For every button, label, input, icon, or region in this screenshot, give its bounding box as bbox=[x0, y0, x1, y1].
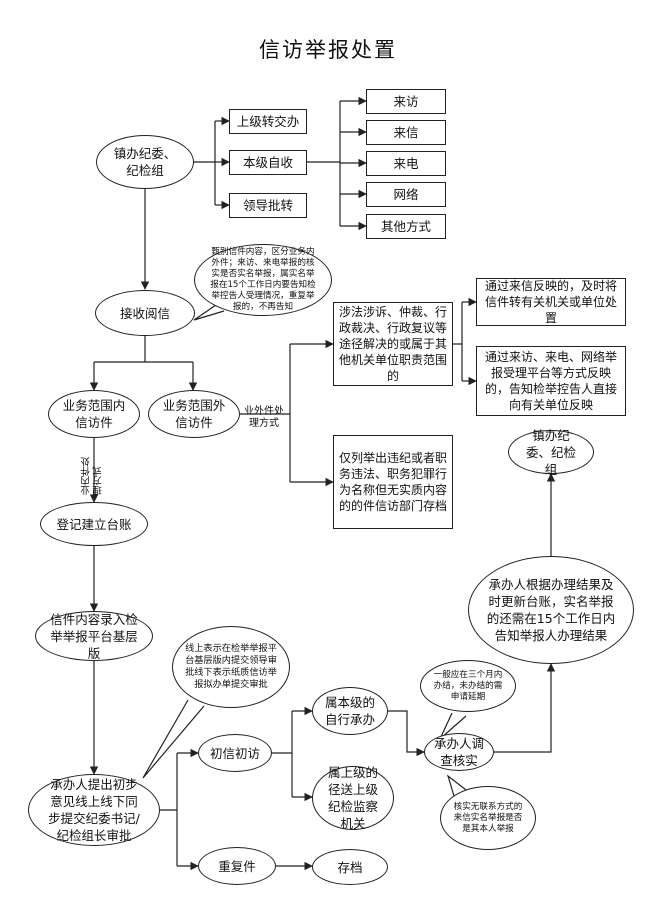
node-repeat: 重复件 bbox=[198, 847, 276, 885]
node-town2: 镇办纪委、纪检组 bbox=[508, 428, 594, 477]
bubble-online: 线上表示在检举举报平台基层版内提交领导审批线下表示纸质信访举报拟办单提交审批 bbox=[172, 626, 290, 708]
node-net: 网络 bbox=[366, 182, 446, 207]
node-upper: 上级转交办 bbox=[229, 109, 307, 134]
label-out-method-text: 业外件处理方式 bbox=[244, 406, 284, 429]
node-in-scope: 业务范围内信访件 bbox=[48, 390, 140, 438]
node-verify: 承办人调查核实 bbox=[424, 733, 494, 771]
page-title: 信访举报处置 bbox=[259, 38, 397, 62]
node-opinion: 承办人提出初步意见线上线下同步提交纪委书记/纪检组长审批 bbox=[28, 774, 160, 846]
label-out-method: 业外件处理方式 bbox=[242, 406, 286, 430]
arrow-verify-update bbox=[494, 663, 556, 753]
node-visit-forward: 通过来访、来电、网络举报受理平台等方式反映的，告知检举控告人直接向有关单位反映 bbox=[476, 346, 626, 416]
node-letter: 来信 bbox=[366, 120, 446, 145]
node-archive: 存档 bbox=[312, 849, 388, 885]
node-visit: 来访 bbox=[366, 89, 446, 114]
node-upper-send: 属上级的径送上级纪检监察机关 bbox=[312, 765, 394, 831]
node-out-scope: 业务范围外信访件 bbox=[148, 390, 240, 438]
arrow-own-verify bbox=[388, 710, 425, 757]
bubble-three-months: 一般应在三个月内办结，未办结的需申请延期 bbox=[420, 660, 516, 712]
node-leader: 领导批转 bbox=[229, 193, 307, 218]
node-first: 初信初访 bbox=[198, 734, 272, 772]
node-legal: 涉法涉诉、仲裁、行政裁决、行政复议等途径解决的或属于其他机关单位职责范围的 bbox=[333, 302, 453, 386]
label-in-method: 业内件处理方式 bbox=[81, 455, 111, 495]
node-input: 信件内容录入检举举报平台基层版 bbox=[35, 611, 153, 661]
label-in-method-text: 业内件处理方式 bbox=[81, 457, 104, 495]
node-other: 其他方式 bbox=[366, 214, 446, 239]
node-receive: 接收阅信 bbox=[95, 290, 195, 336]
node-update: 承办人根据办理结果及时更新台账，实名举报的还需在15个工作日内告知举报人办理结果 bbox=[468, 556, 634, 664]
node-archive-dept: 仅列举出违纪或者职务违法、职务犯罪行为名称但无实质内容的的件信访部门存档 bbox=[333, 435, 453, 529]
bubble-tail-online bbox=[142, 699, 205, 779]
bubble-unreachable: 核实无联系方式的来信实名举报是否是其本人举报 bbox=[440, 786, 536, 850]
node-register: 登记建立台账 bbox=[40, 502, 148, 546]
node-self: 本级自收 bbox=[229, 150, 307, 175]
node-own-handle: 属本级的自行承办 bbox=[312, 687, 388, 735]
node-town: 镇办纪委、纪检组 bbox=[96, 135, 194, 189]
node-letter-forward: 通过来信反映的，及时将信件转有关机关或单位处置 bbox=[476, 278, 626, 326]
bubble-screening: 甄别信件内容，区分业务内外件；来访、来电举报的核实是否实名举报，属实名举报在15… bbox=[194, 244, 332, 316]
node-phone: 来电 bbox=[366, 151, 446, 176]
